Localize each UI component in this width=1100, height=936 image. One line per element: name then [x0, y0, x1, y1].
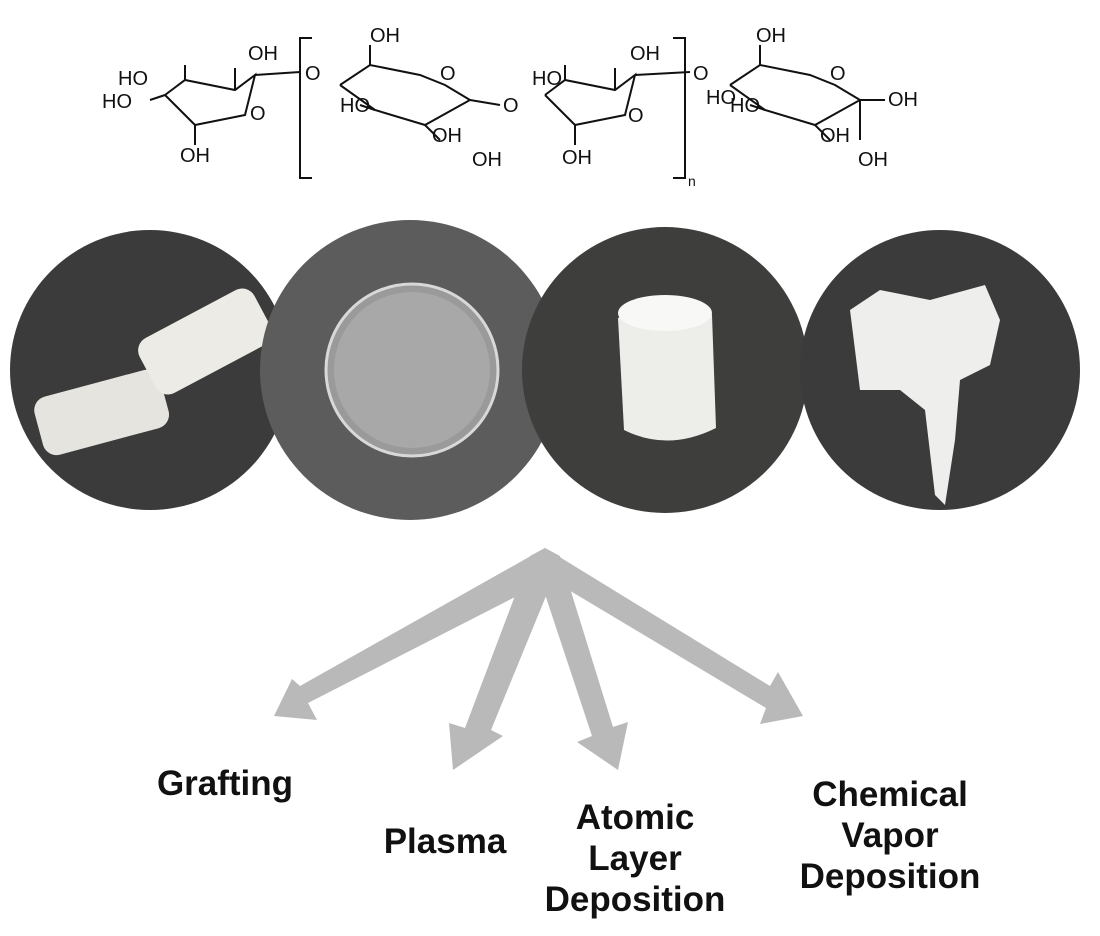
method-label-grafting: Grafting [156, 764, 294, 803]
atom-label: OH [888, 89, 918, 111]
fibrous-tissue-sample [800, 230, 1080, 510]
right-bracket [673, 37, 686, 179]
arrows [274, 548, 803, 770]
atom-label: HO [706, 87, 736, 109]
film-disc [334, 292, 490, 448]
atom-label: OH [756, 25, 786, 47]
aerogel-top [618, 295, 712, 331]
cylinders-sample [10, 230, 290, 510]
atom-label: O [440, 63, 456, 85]
ring-2-bond [469, 99, 501, 106]
atom-label: HO [730, 95, 760, 117]
atom-label: O [503, 95, 519, 117]
atom-label: OH [472, 149, 502, 171]
left-bracket [299, 37, 312, 179]
ring-3-bond [634, 71, 691, 76]
repeat-subscript: n [688, 173, 696, 189]
atom-label: OH [562, 147, 592, 169]
aerogel-block [618, 303, 716, 441]
method-label-cvd: Chemical Vapor Deposition [799, 775, 981, 896]
ring-2-bond [424, 124, 441, 141]
atom-labels: OH HO HO O OH O OH HO O OH OH O HO OH O … [102, 25, 918, 189]
arrow-to-ald [533, 548, 628, 770]
ring-2-bonds [339, 63, 472, 127]
atom-label: O [305, 63, 321, 85]
transparent-film-sample [260, 220, 560, 520]
atom-label: OH [820, 125, 850, 147]
atom-label: OH [630, 43, 660, 65]
ring-1-bonds [164, 72, 257, 127]
arrow-to-cvd [532, 548, 803, 724]
cylinder [34, 369, 170, 456]
atom-label: OH [370, 25, 400, 47]
ring-4-bond [814, 124, 831, 141]
cylinder [138, 288, 273, 395]
atom-label: OH [432, 125, 462, 147]
cellulose-structure [149, 37, 885, 179]
ring-1-bond [149, 94, 166, 101]
atom-label: HO [340, 95, 370, 117]
atom-label: O [250, 103, 266, 125]
atom-label: O [693, 63, 709, 85]
atom-label: HO [118, 68, 148, 90]
atom-label: OH [180, 145, 210, 167]
atom-label: HO [532, 68, 562, 90]
fibrous-tissue [850, 285, 1000, 505]
sample-photos [10, 220, 1080, 520]
ring-4-bonds [729, 63, 862, 127]
atom-label: OH [858, 149, 888, 171]
ring-4-bond [749, 104, 766, 111]
atom-label: HO [102, 91, 132, 113]
arrow-to-grafting [274, 548, 560, 720]
aerogel-block-sample [522, 227, 808, 513]
ring-2-bond [359, 104, 376, 111]
atom-label: OH [248, 43, 278, 65]
ring-1-bond [254, 71, 301, 76]
method-label-ald: Atomic Layer Deposition [544, 798, 726, 919]
atom-label: O [628, 105, 644, 127]
atom-label: O [830, 63, 846, 85]
arrow-to-plasma [449, 548, 560, 770]
method-label-plasma: Plasma [383, 822, 507, 861]
